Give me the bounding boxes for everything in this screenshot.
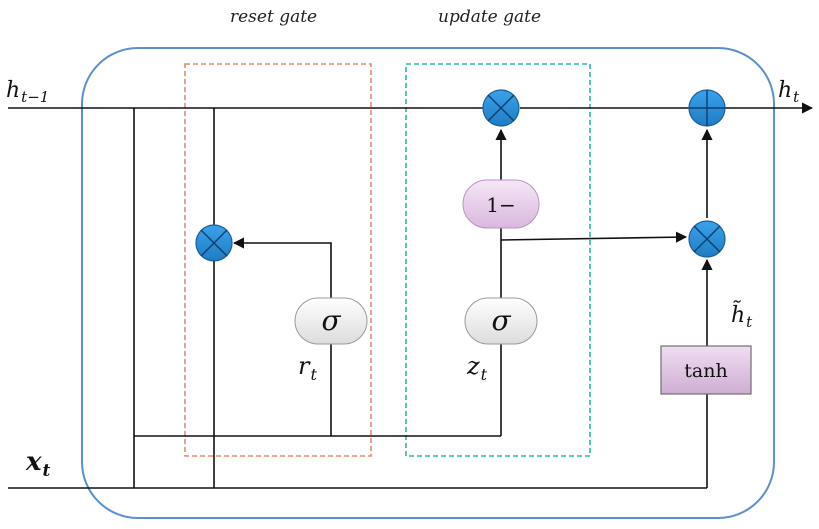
z-to-candidate-mult — [500, 231, 688, 243]
reset-gate-label: reset gate — [230, 7, 317, 27]
reset-sigma-text: σ — [321, 304, 341, 337]
tanh-block: tanh — [660, 345, 752, 395]
update-gate-box — [405, 63, 591, 457]
output-add-op — [688, 89, 726, 127]
z-label: zt — [466, 352, 488, 384]
h-out-label: ht — [778, 78, 800, 106]
gru-cell-boundary — [81, 47, 775, 519]
one-minus-block: 1− — [462, 179, 540, 229]
update-sigma-text: σ — [491, 304, 511, 337]
update-sigma-block: σ — [464, 297, 538, 345]
r-label: rt — [298, 352, 317, 384]
x-input-label: xt — [25, 447, 51, 481]
h-prev-label: ht−1 — [6, 78, 49, 106]
update-gate-label: update gate — [438, 7, 541, 27]
tanh-text: tanh — [684, 360, 727, 382]
one-minus-text: 1− — [486, 193, 515, 217]
reset-sigma-block: σ — [294, 297, 368, 345]
reset-gate-box — [184, 63, 372, 457]
connection-lines — [8, 102, 814, 489]
reset-multiply-op — [195, 224, 233, 262]
update-multiply-op — [482, 89, 520, 127]
reset-sigma-to-mult — [232, 237, 332, 298]
candidate-multiply-op — [688, 220, 726, 258]
h-tilde-label: h̃t — [731, 301, 753, 331]
